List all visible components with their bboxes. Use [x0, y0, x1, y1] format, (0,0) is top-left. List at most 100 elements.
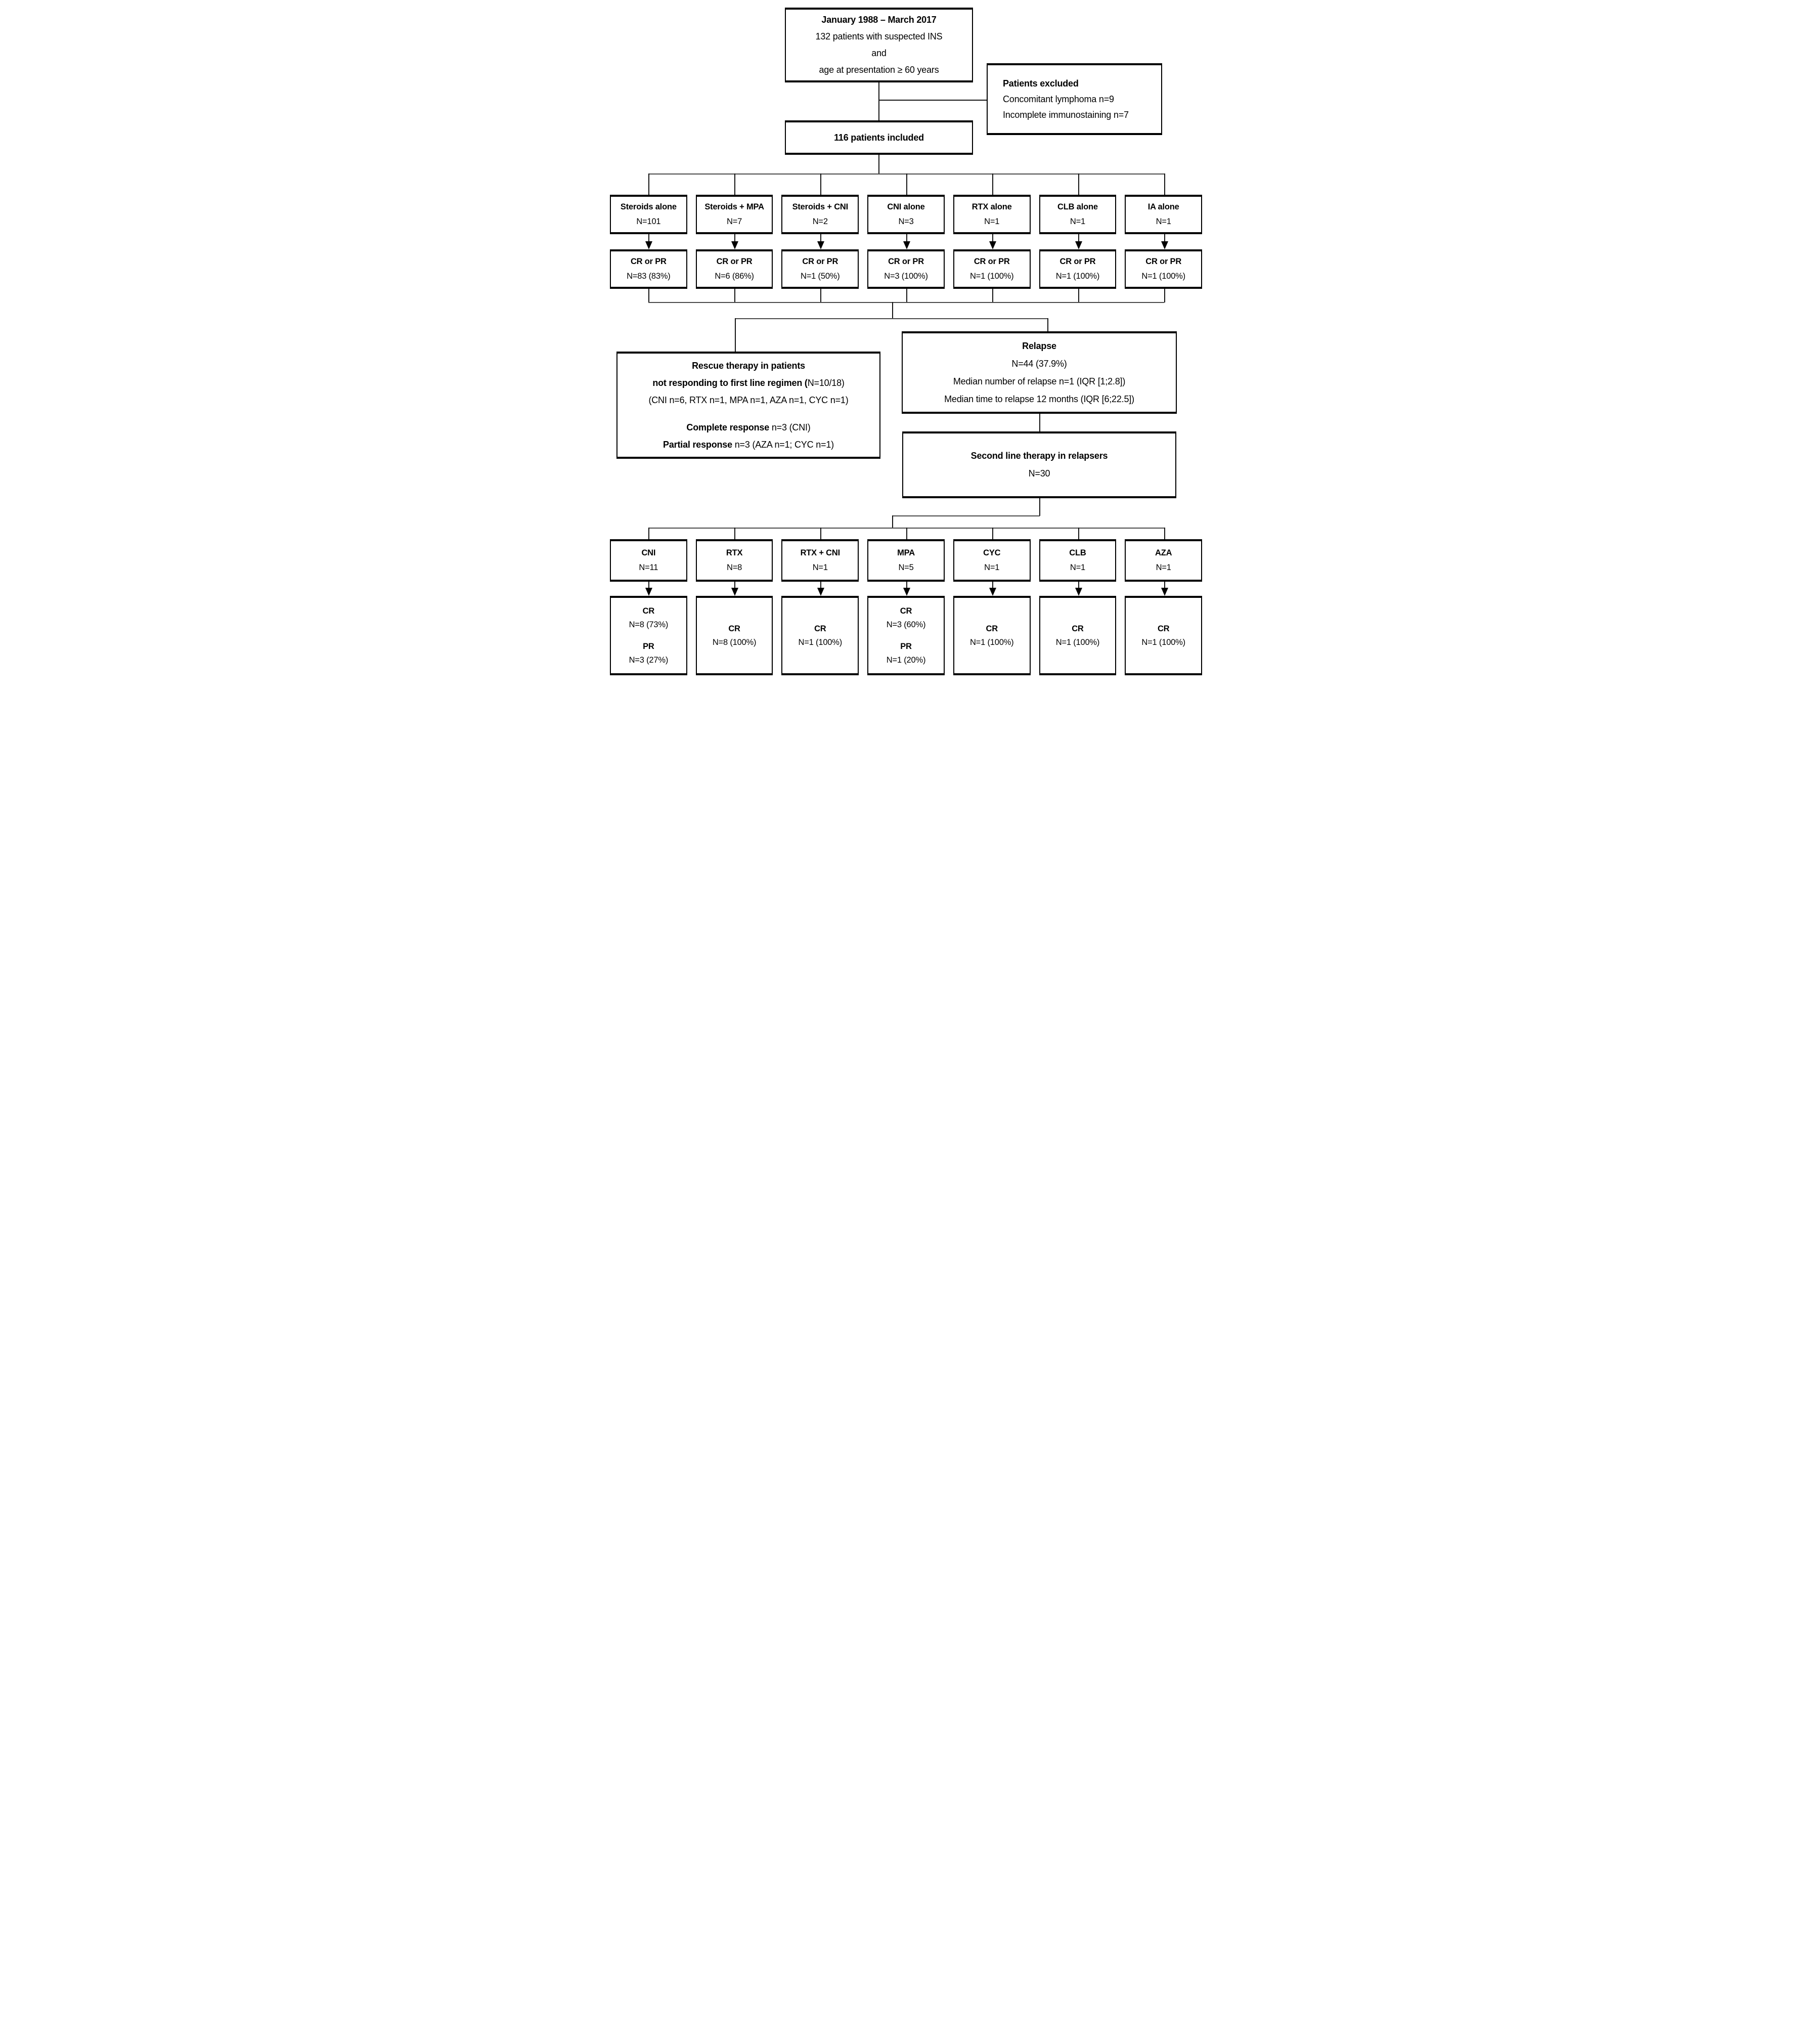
response-title: CR or PR: [888, 257, 924, 266]
rescue-detail: (CNI n=6, RTX n=1, MPA n=1, AZA n=1, CYC…: [648, 395, 849, 405]
second-line-response-row: CR N=8 (73%) PR N=3 (27%) CR N=8 (100%) …: [610, 596, 1203, 675]
response-title: PR: [900, 641, 912, 651]
relapse-box: Relapse N=44 (37.9%) Median number of re…: [902, 331, 1177, 414]
response-group: PR N=3 (27%): [629, 640, 669, 667]
connector-line: [1078, 173, 1079, 195]
excluded-reason: Incomplete immunostaining n=7: [1003, 109, 1129, 120]
response-n: N=1 (100%): [1141, 272, 1185, 281]
response-n: N=3 (27%): [629, 655, 669, 665]
connector-line: [820, 582, 821, 588]
connector-line: [1078, 234, 1079, 241]
connector-line: [1164, 289, 1165, 302]
connector-line: [734, 234, 735, 241]
first-line-box-rtx-alone: RTX alone N=1: [953, 195, 1031, 234]
first-line-box-clb-alone: CLB alone N=1: [1039, 195, 1117, 234]
therapy-n: N=1: [984, 563, 1000, 572]
response-title: CR: [728, 624, 740, 633]
therapy-n: N=8: [727, 563, 742, 572]
connector-line: [992, 234, 993, 241]
arrow-down-icon: [903, 588, 910, 596]
therapy-label: AZA: [1155, 548, 1172, 557]
therapy-label: Steroids + CNI: [792, 202, 849, 211]
therapy-n: N=2: [812, 217, 828, 226]
first-line-box-steroids-mpa: Steroids + MPA N=7: [695, 195, 773, 234]
connector-line: [1164, 173, 1165, 195]
first-line-response-row: CR or PR N=83 (83%) CR or PR N=6 (86%) C…: [610, 249, 1203, 289]
response-group: CR N=1 (100%): [970, 622, 1014, 649]
therapy-label: CLB: [1069, 548, 1086, 557]
response-box: CR or PR N=1 (100%): [1039, 249, 1117, 289]
second-line-box-mpa: MPA N=5: [867, 539, 945, 582]
first-line-therapy-row: Steroids alone N=101 Steroids + MPA N=7 …: [610, 195, 1203, 234]
second-line-therapy-row: CNI N=11 RTX N=8 RTX + CNI N=1 MPA N=5 C…: [610, 539, 1203, 582]
rescue-subtitle: not responding to first line regimen (N=…: [652, 378, 845, 388]
response-group: PR N=1 (20%): [887, 640, 926, 667]
therapy-n: N=101: [636, 217, 661, 226]
connector-line: [648, 582, 649, 588]
connector-line: [1047, 318, 1048, 331]
connector-line: [1164, 582, 1165, 588]
enrollment-age-criterion: age at presentation ≥ 60 years: [819, 65, 939, 75]
response-box: CR N=1 (100%): [781, 596, 859, 675]
relapse-median-time: Median time to relapse 12 months (IQR [6…: [944, 394, 1134, 404]
response-title: CR or PR: [1145, 257, 1182, 266]
connector-line: [1078, 289, 1079, 302]
second-line-title: Second line therapy in relapsers: [970, 451, 1108, 461]
connector-line: [1078, 582, 1079, 588]
rescue-title: Rescue therapy in patients: [692, 361, 805, 371]
response-group: CR N=1 (100%): [1141, 622, 1185, 649]
response-box: CR or PR N=1 (100%): [1125, 249, 1203, 289]
response-title: CR or PR: [630, 257, 667, 266]
connector-line: [820, 528, 821, 539]
response-title: CR: [814, 624, 826, 633]
relapse-n: N=44 (37.9%): [1011, 358, 1067, 369]
connector-line: [734, 582, 735, 588]
response-n: N=83 (83%): [627, 272, 671, 281]
response-box: CR N=8 (73%) PR N=3 (27%): [610, 596, 687, 675]
connector-line: [878, 155, 879, 174]
response-n: N=6 (86%): [715, 272, 754, 281]
connector-line: [879, 100, 987, 101]
relapse-title: Relapse: [1022, 340, 1056, 351]
therapy-label: CNI alone: [887, 202, 925, 211]
arrow-down-icon: [817, 588, 824, 596]
response-n: N=8 (73%): [629, 620, 669, 629]
connector-line: [735, 318, 736, 352]
response-box: CR or PR N=1 (100%): [953, 249, 1031, 289]
response-title: CR: [1072, 624, 1084, 633]
therapy-n: N=1: [1156, 563, 1171, 572]
response-box: CR or PR N=83 (83%): [610, 249, 687, 289]
response-group: CR N=1 (100%): [1056, 622, 1100, 649]
connector-line: [992, 173, 993, 195]
response-title: CR: [642, 606, 655, 616]
response-n: N=3 (100%): [884, 272, 928, 281]
response-box: CR N=8 (100%): [695, 596, 773, 675]
second-line-box-rtx: RTX N=8: [695, 539, 773, 582]
response-group: CR N=1 (100%): [799, 622, 843, 649]
second-line-n: N=30: [1028, 468, 1050, 479]
connector-line: [892, 302, 893, 319]
relapse-median-number: Median number of relapse n=1 (IQR [1;2.8…: [953, 376, 1126, 386]
arrow-down-icon: [645, 588, 652, 596]
response-title: CR or PR: [716, 257, 753, 266]
response-title: PR: [643, 641, 654, 651]
connector-line: [992, 582, 993, 588]
response-group: CR N=8 (100%): [713, 622, 757, 649]
therapy-n: N=1: [984, 217, 1000, 226]
second-line-box-cyc: CYC N=1: [953, 539, 1031, 582]
connector-line: [892, 515, 893, 528]
therapy-label: MPA: [897, 548, 915, 557]
arrow-down-icon: [731, 588, 738, 596]
included-box: 116 patients included: [785, 120, 973, 155]
excluded-box: Patients excluded Concomitant lymphoma n…: [987, 63, 1162, 135]
therapy-n: N=1: [812, 563, 828, 572]
therapy-label: Steroids + MPA: [704, 202, 764, 211]
arrow-down-icon: [731, 241, 738, 249]
arrow-down-icon: [1161, 588, 1168, 596]
therapy-label: CYC: [983, 548, 1001, 557]
arrow-down-icon: [903, 241, 910, 249]
arrow-down-icon: [645, 241, 652, 249]
connector-line: [648, 289, 649, 302]
response-n: N=1 (100%): [1141, 637, 1185, 647]
connector-line: [906, 234, 907, 241]
